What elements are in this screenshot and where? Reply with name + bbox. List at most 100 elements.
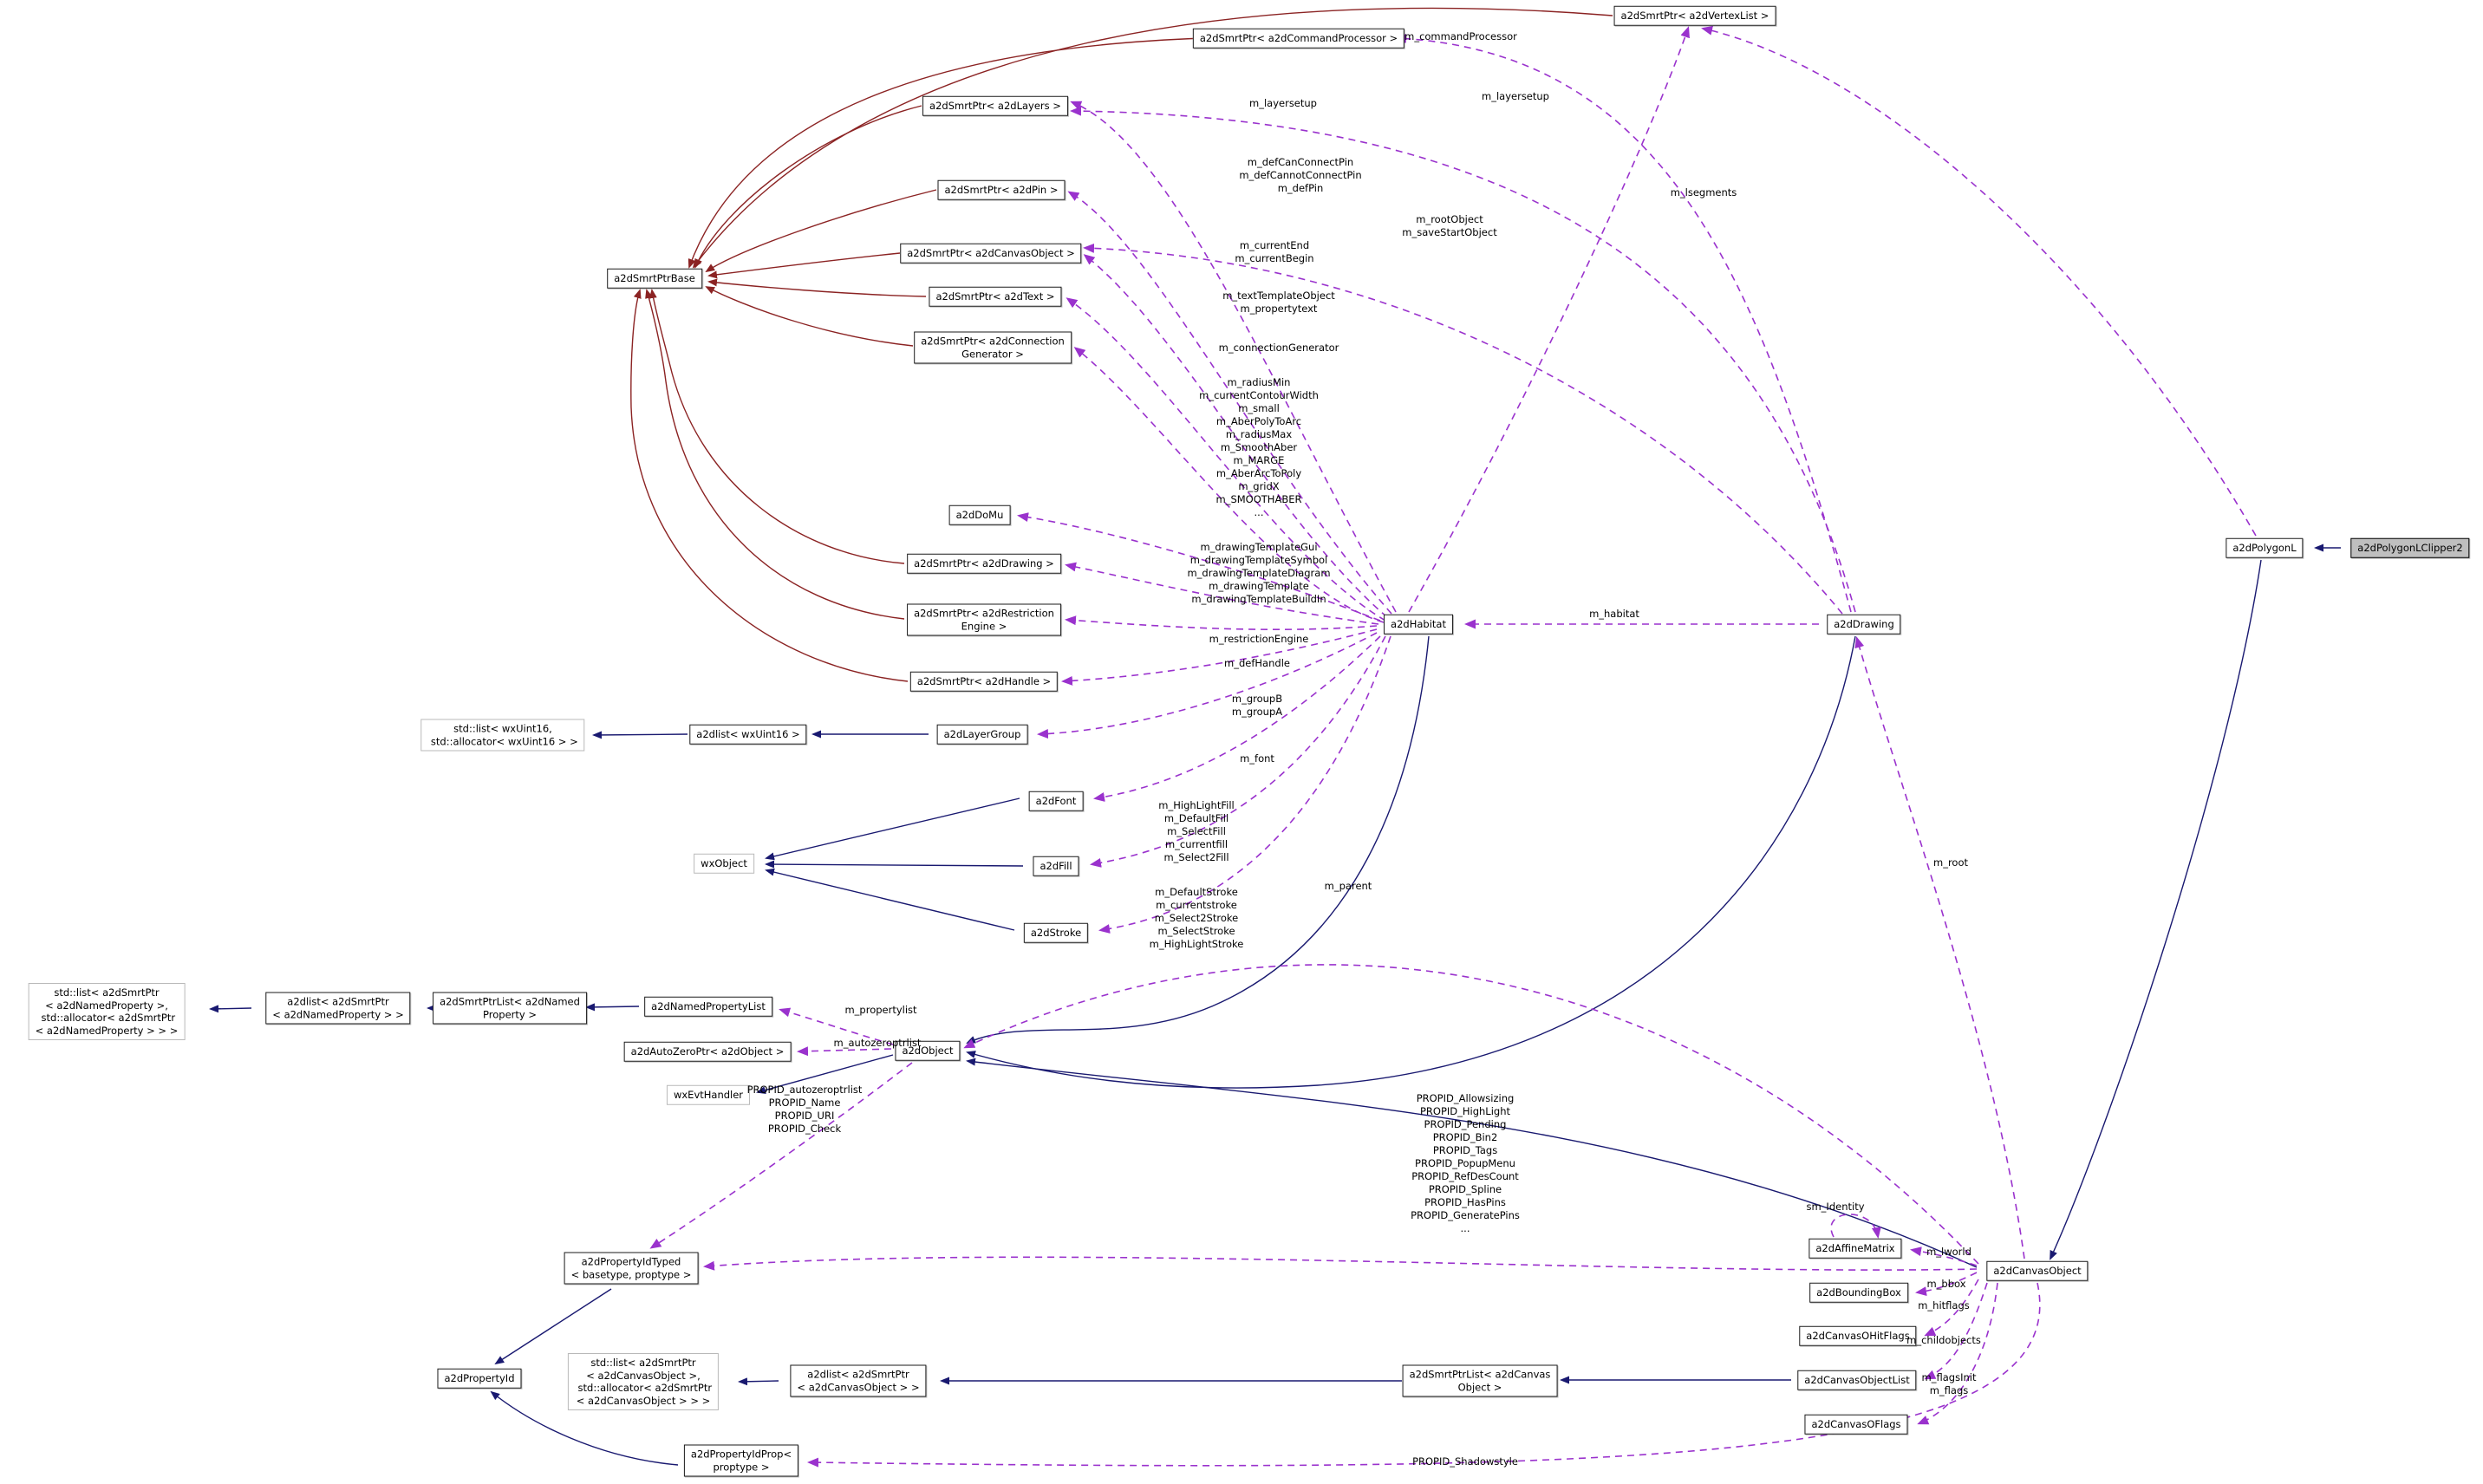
edge-a2dobject-propidtyped — [649, 1062, 913, 1249]
edge-habitat-spcanvasobj — [1083, 254, 1388, 618]
node-smrtptrlist-namedproperty[interactable]: a2dSmrtPtrList< a2dNamed Property > — [433, 992, 587, 1025]
node-layergroup[interactable]: a2dLayerGroup — [936, 724, 1028, 745]
edge-label: PROPID_Shadowstyle — [1412, 1455, 1518, 1468]
edge-listcanvas-stdlistcanvas — [738, 1377, 779, 1386]
edge-label: m_DefaultStroke m_currentstroke m_Select… — [1149, 886, 1244, 950]
edge-habitat-fill — [1090, 635, 1386, 868]
edge-canvasobject-oflags — [1917, 1282, 1998, 1425]
edge-label: m_drawingTemplateGui m_drawingTemplateSy… — [1187, 541, 1331, 605]
node-propertyidprop[interactable]: a2dPropertyIdProp< proptype > — [683, 1444, 799, 1477]
edge-canvasobject-propidprop — [807, 1282, 2041, 1468]
node-wxevthandler[interactable]: wxEvtHandler — [666, 1084, 751, 1105]
edge-label: PROPID_Allowsizing PROPID_HighLight PROP… — [1411, 1092, 1520, 1234]
node-smrtptrlist-canvasobject[interactable]: a2dSmrtPtrList< a2dCanvas Object > — [1402, 1364, 1558, 1397]
edge-canvasobject-objectlist — [1924, 1282, 1988, 1380]
node-sp-layers[interactable]: a2dSmrtPtr< a2dLayers > — [922, 95, 1068, 116]
node-sp-vertexlist[interactable]: a2dSmrtPtr< a2dVertexList > — [1613, 5, 1776, 26]
node-sp-text[interactable]: a2dSmrtPtr< a2dText > — [929, 286, 1062, 307]
node-a2dobject[interactable]: a2dObject — [895, 1040, 961, 1061]
edge-canvasobject-affinematrix — [1910, 1246, 1978, 1266]
edge-polygonl-canvasobject — [2050, 559, 2262, 1260]
edge-canvasobject-drawing-root — [1854, 636, 2025, 1259]
node-fill[interactable]: a2dFill — [1033, 856, 1079, 876]
edge-habitat-spdrawing — [1065, 562, 1379, 625]
node-polygonlclipper2[interactable]: a2dPolygonLClipper2 — [2350, 537, 2470, 558]
edge-label: m_font — [1240, 752, 1274, 765]
node-autozeroptr[interactable]: a2dAutoZeroPtr< a2dObject > — [623, 1041, 792, 1062]
edge-spconn-base — [705, 286, 914, 347]
edge-habitat-font — [1093, 635, 1381, 802]
node-canvasobject[interactable]: a2dCanvasObject — [1986, 1260, 2089, 1281]
edge-listnamed-stdlistnamed — [209, 1005, 252, 1013]
edge-stroke-wxobject — [765, 868, 1015, 931]
node-canvasoflags[interactable]: a2dCanvasOFlags — [1804, 1414, 1908, 1435]
node-boundingbox[interactable]: a2dBoundingBox — [1809, 1282, 1908, 1303]
edge-sptext-base — [707, 278, 927, 297]
edge-affinematrix-self — [1830, 1214, 1881, 1239]
node-stroke[interactable]: a2dStroke — [1023, 922, 1089, 943]
node-sp-canvasobject[interactable]: a2dSmrtPtr< a2dCanvasObject > — [900, 243, 1082, 264]
edge-habitat-sphandle — [1061, 628, 1378, 686]
edge-canvasobject-a2dobject — [966, 1058, 1978, 1268]
edge-drawing-cmdproc — [1395, 34, 1852, 613]
edge-spdrawing-base — [648, 289, 905, 564]
node-font[interactable]: a2dFont — [1028, 791, 1084, 811]
edge-sphandle-base — [630, 289, 909, 682]
node-polygonl[interactable]: a2dPolygonL — [2226, 537, 2304, 558]
node-propertyid[interactable]: a2dPropertyId — [437, 1368, 522, 1389]
node-namedpropertylist[interactable]: a2dNamedPropertyList — [644, 996, 772, 1017]
node-wxobject[interactable]: wxObject — [694, 853, 754, 874]
edge-habitat-pin — [1067, 191, 1392, 615]
node-drawing[interactable]: a2dDrawing — [1827, 614, 1901, 635]
edge-propidtyped-propid — [494, 1288, 612, 1365]
node-sp-handle[interactable]: a2dSmrtPtr< a2dHandle > — [909, 671, 1059, 692]
edge-label: m_rootObject m_saveStartObject — [1402, 213, 1497, 238]
node-list-canvasobject[interactable]: a2dlist< a2dSmrtPtr < a2dCanvasObject > … — [790, 1364, 927, 1397]
node-stdlist-canvasobject[interactable]: std::list< a2dSmrtPtr < a2dCanvasObject … — [567, 1353, 720, 1410]
edge-a2dobject-namedlist — [779, 1007, 894, 1045]
edge-listuint-stdlist — [592, 731, 688, 739]
edge-label: m_root — [1932, 856, 1969, 869]
edge-label: m_commandProcessor — [1404, 30, 1517, 42]
node-sp-commandprocessor[interactable]: a2dSmrtPtr< a2dCommandProcessor > — [1192, 28, 1405, 49]
edge-polygonl-vertexlist — [1701, 25, 2257, 537]
edge-drawing-a2dobject — [966, 635, 1856, 1089]
edge-label: m_autozeroptrlist — [833, 1037, 922, 1049]
edge-vertexlist-base — [692, 7, 1613, 269]
node-smrtptrbase[interactable]: a2dSmrtPtrBase — [607, 268, 702, 289]
edge-namedlist-splistnamed — [585, 1003, 640, 1012]
edge-label: m_HighLightFill m_DefaultFill m_SelectFi… — [1158, 799, 1235, 863]
node-sp-drawing[interactable]: a2dSmrtPtr< a2dDrawing > — [907, 553, 1061, 574]
node-canvasobjectlist[interactable]: a2dCanvasObjectList — [1797, 1370, 1917, 1390]
edge-label: m_defCanConnectPin m_defCannotConnectPin… — [1239, 156, 1362, 194]
node-sp-connectiongenerator[interactable]: a2dSmrtPtr< a2dConnection Generator > — [914, 331, 1072, 364]
node-sp-restrictionengine[interactable]: a2dSmrtPtr< a2dRestriction Engine > — [907, 603, 1061, 636]
edge-label: m_lsegments — [1670, 186, 1737, 199]
edge-layers-base — [694, 105, 922, 269]
edge-label: m_propertylist — [844, 1004, 917, 1016]
node-domu[interactable]: a2dDoMu — [948, 504, 1011, 525]
node-habitat[interactable]: a2dHabitat — [1384, 614, 1453, 635]
edge-label: m_defHandle — [1224, 657, 1290, 669]
edge-propidprop-propid — [490, 1390, 679, 1466]
edge-habitat-layergroup — [1037, 632, 1378, 739]
node-list-namedproperty[interactable]: a2dlist< a2dSmrtPtr < a2dNamedProperty >… — [265, 992, 411, 1025]
node-affinematrix[interactable]: a2dAffineMatrix — [1808, 1238, 1902, 1259]
edge-habitat-spconn — [1073, 347, 1385, 623]
edge-label: sm_Identity — [1806, 1201, 1865, 1213]
edge-font-wxobject — [765, 797, 1020, 861]
node-canvasohitflags[interactable]: a2dCanvasOHitFlags — [1799, 1325, 1917, 1346]
edge-fill-wxobject — [765, 860, 1024, 869]
node-sp-pin[interactable]: a2dSmrtPtr< a2dPin > — [937, 179, 1066, 200]
edge-canvasobject-propidtyped — [703, 1256, 1978, 1271]
node-list-wxuint16[interactable]: a2dlist< wxUint16 > — [689, 724, 807, 745]
edge-drawing-layers — [1070, 106, 1856, 613]
edge-canvasobject-boundingbox — [1915, 1272, 1978, 1297]
node-stdlist-wxuint16[interactable]: std::list< wxUint16, std::allocator< wxU… — [420, 719, 585, 752]
node-stdlist-namedproperty[interactable]: std::list< a2dSmrtPtr < a2dNamedProperty… — [28, 983, 186, 1040]
edge-a2dobject-wxevthandler — [756, 1054, 894, 1094]
edge-label: m_layersetup — [1249, 97, 1317, 109]
node-propertyidtyped[interactable]: a2dPropertyIdTyped < basetype, proptype … — [564, 1252, 699, 1285]
